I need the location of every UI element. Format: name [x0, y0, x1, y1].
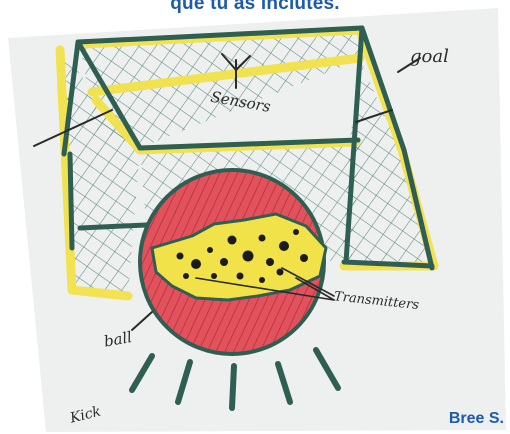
goal-label: goal	[410, 46, 449, 67]
author-credit: Bree S.	[449, 410, 504, 428]
ball	[140, 170, 326, 354]
